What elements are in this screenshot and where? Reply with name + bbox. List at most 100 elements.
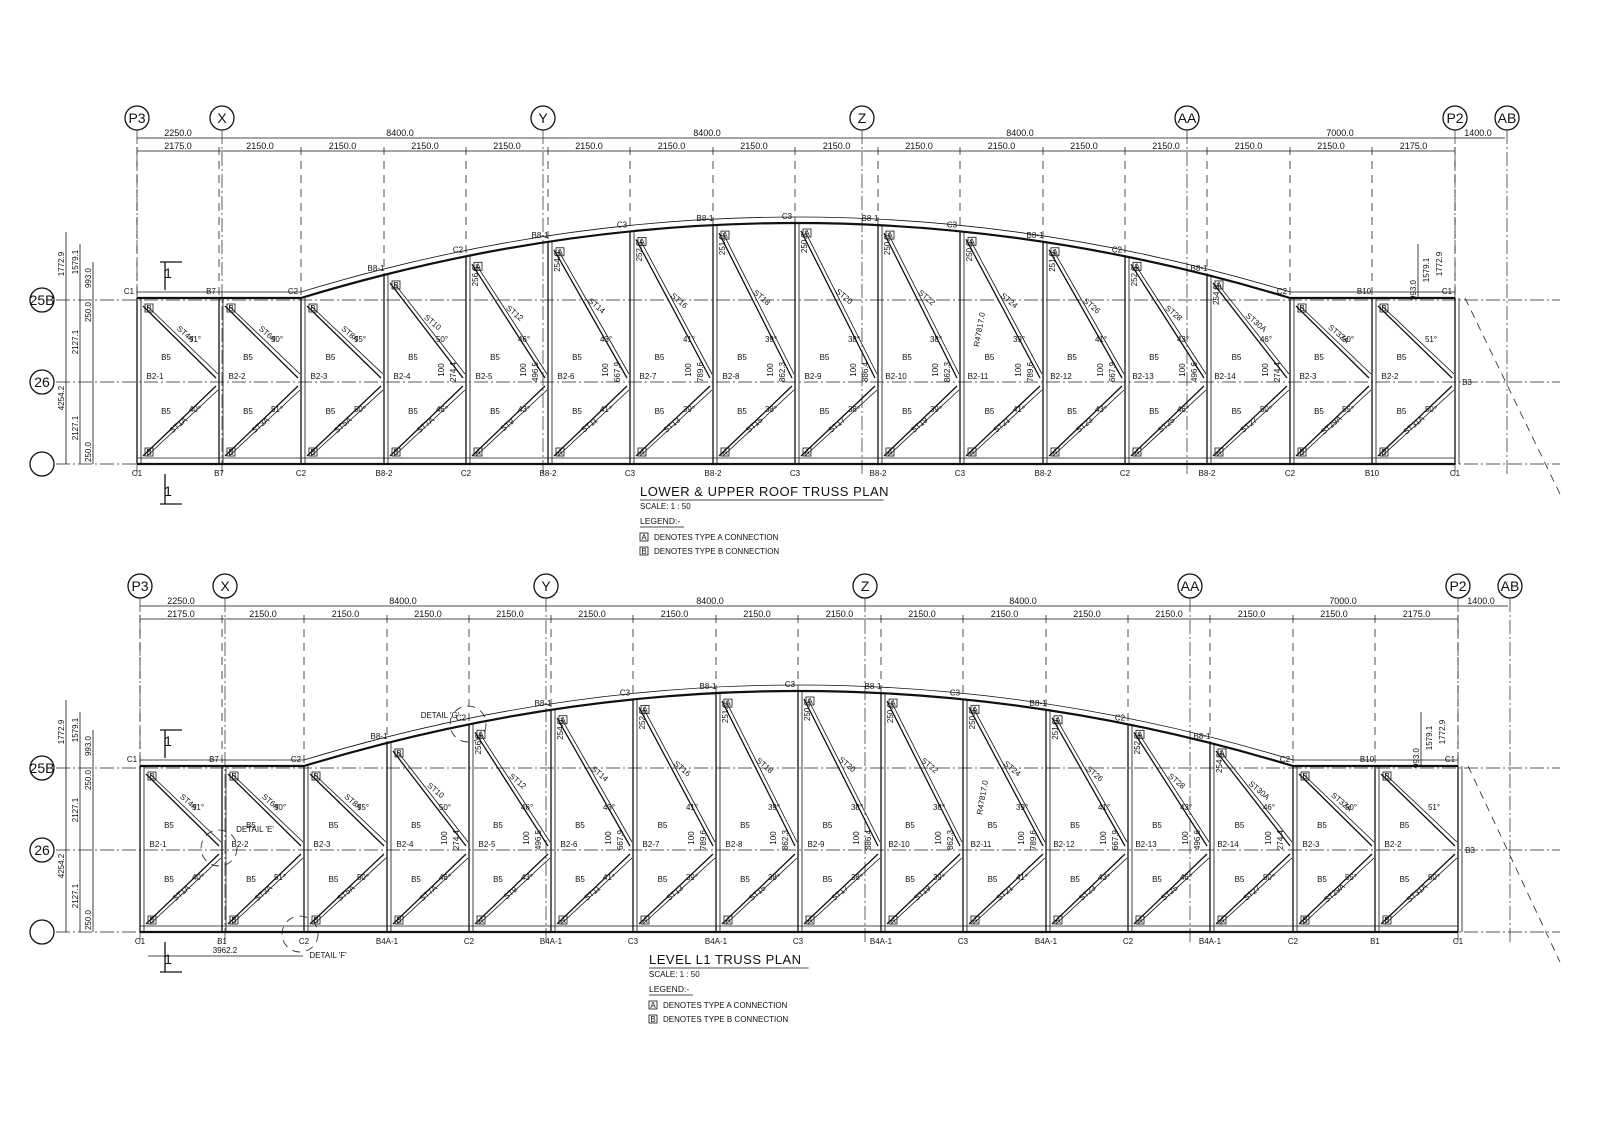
legend-box (648, 1014, 658, 1024)
member-label: B5 (243, 353, 253, 362)
connection-mark-box (637, 447, 647, 457)
member-label: B5 (164, 821, 174, 830)
row-bubble-label: 26 (34, 374, 50, 390)
angle-label: 55° (1342, 405, 1354, 414)
connection-mark-box (967, 447, 977, 457)
diagonal-strut (1215, 750, 1291, 847)
node-label: C3 (617, 220, 628, 229)
stub-dim: 100 (1096, 363, 1105, 377)
diagonal-strut-edge (231, 773, 304, 843)
connection-mark: B (313, 772, 318, 781)
beam-label: B2-3 (314, 840, 331, 849)
plan-scale: SCALE: 1 : 50 (649, 970, 700, 979)
node-label: C2 (1285, 469, 1296, 478)
connection-mark-box (476, 729, 486, 739)
diagonal-strut (718, 232, 793, 379)
member-label: B5 (1314, 353, 1324, 362)
member-label: B5 (243, 407, 253, 416)
strut-label: ST7A (415, 415, 437, 435)
diagonal-strut (1298, 853, 1373, 925)
diagonal-strut (968, 853, 1044, 925)
connection-mark: B (228, 448, 233, 457)
dimension-text: 2250.0 (167, 596, 195, 606)
row-bubble (29, 837, 55, 863)
dimension-text: 2150.0 (575, 141, 603, 151)
connection-mark: B (1381, 448, 1386, 457)
dimension-text: 8400.0 (1009, 596, 1037, 606)
angle-label: 51° (271, 405, 283, 414)
angle-label: 55° (354, 335, 366, 344)
stub-dim: 100 (849, 363, 858, 377)
connection-mark-box (970, 704, 980, 714)
node-label: C3 (790, 469, 801, 478)
angle-label: 38° (851, 803, 863, 812)
diagonal-strut-edge (313, 857, 387, 925)
dimension-text: 2150.0 (991, 609, 1019, 619)
strut-label: ST17 (830, 883, 851, 903)
connection-mark: B (231, 772, 236, 781)
web-height: 886.4 (864, 829, 873, 850)
row-bubble (29, 451, 55, 477)
diagonal-strut (968, 706, 1044, 847)
dimension-text: 2150.0 (826, 609, 854, 619)
diagonal-strut (556, 717, 631, 847)
strut-label: ST19 (909, 415, 930, 435)
diagonal-strut (721, 700, 796, 847)
node-label: C1 (132, 469, 143, 478)
angle-label: 39° (683, 405, 695, 414)
section-marker-label: 1 (164, 265, 172, 281)
diagonal-strut-edge (722, 389, 795, 457)
connection-mark: A (1055, 916, 1061, 925)
angle-label: 40° (192, 873, 204, 882)
connection-mark: A (478, 916, 484, 925)
connection-mark: A (969, 448, 975, 457)
diagonal-strut (886, 853, 961, 925)
connection-mark-box (394, 915, 404, 925)
node-label: C2 (1280, 755, 1291, 764)
connection-mark: A (725, 916, 731, 925)
connection-mark: A (560, 716, 566, 725)
diagonal-strut-edge (146, 389, 219, 457)
connection-mark-box (1053, 915, 1063, 925)
rise-dim: 256.6 (474, 734, 483, 755)
diagonal-strut-edge (972, 857, 1046, 925)
member-label: B5 (329, 875, 339, 884)
connection-mark: B (310, 304, 315, 313)
strut-label: ST5A (332, 415, 354, 435)
beam-label: B3 (1462, 378, 1472, 387)
node-label: B1 (217, 937, 227, 946)
node-label: C2 (299, 937, 310, 946)
diagonal-strut-edge (887, 389, 960, 457)
connection-mark: A (804, 229, 810, 238)
angle-label: 39° (930, 405, 942, 414)
diagonal-strut (471, 263, 546, 379)
stub-dim: 100 (931, 363, 940, 377)
diagonal-strut-edge (639, 389, 713, 457)
connection-mark: B (1384, 916, 1389, 925)
node-label: B8-1 (865, 682, 882, 691)
connection-mark-box (1217, 915, 1227, 925)
angle-label: 51° (192, 803, 204, 812)
connection-mark: A (475, 262, 481, 271)
web-height: 862.3 (781, 829, 790, 850)
connection-mark: A (807, 916, 813, 925)
beam-label: B2-5 (479, 840, 496, 849)
connection-mark-box (476, 915, 486, 925)
diagonal-strut-edge (725, 857, 798, 925)
diagonal-strut-edge (228, 389, 301, 457)
angle-label: 38° (765, 405, 777, 414)
diagonal-strut-edge (972, 707, 1046, 843)
node-label: B4A-1 (870, 937, 893, 946)
diagonal-strut (227, 853, 302, 925)
strut-label: ST9 (499, 417, 516, 434)
angle-label: 38° (933, 803, 945, 812)
strut-label: ST29A (1319, 413, 1344, 436)
node-label: C3 (625, 469, 636, 478)
rise-dim: 254.0 (553, 251, 562, 272)
diagonal-strut (635, 385, 711, 457)
connection-mark-box (723, 915, 733, 925)
dimension-text: 2150.0 (329, 141, 357, 151)
diagonal-strut (145, 773, 220, 847)
connection-mark-box (637, 237, 647, 246)
